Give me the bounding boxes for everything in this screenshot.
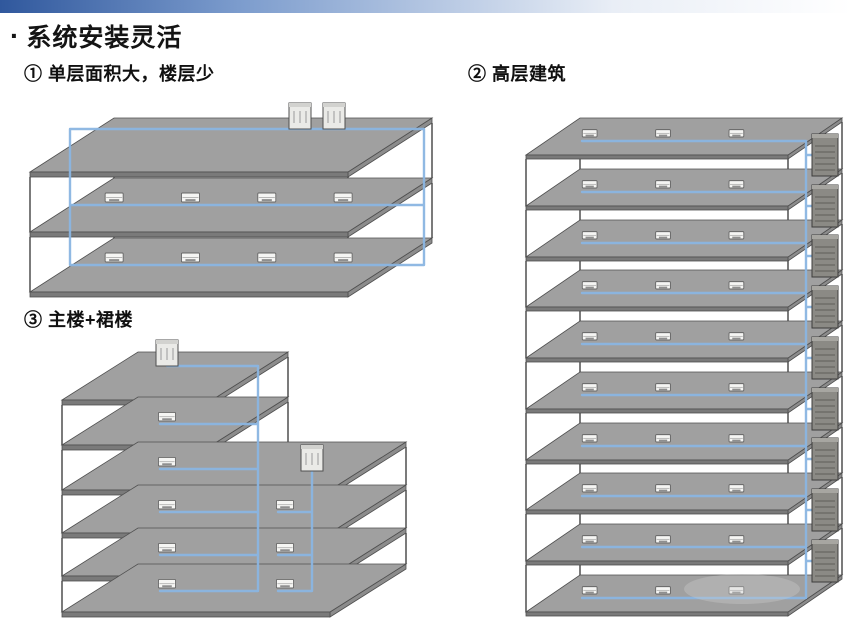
section-label-3: ③ 主楼+裙楼 [24, 310, 134, 330]
outdoor-unit [811, 488, 839, 532]
building-1-low-rise [28, 102, 434, 298]
title-bullet: · [10, 19, 21, 51]
outdoor-unit [811, 336, 839, 380]
watermark [684, 574, 800, 604]
building-3-tower-podium [60, 339, 408, 618]
building-2-high-rise [524, 117, 844, 617]
refrigerant-pipe [158, 364, 260, 593]
outdoor-unit [811, 387, 839, 431]
section-label-2: ② 高层建筑 [468, 64, 567, 84]
page-title: · 系统安装灵活 [10, 18, 182, 54]
page-title-text: 系统安装灵活 [26, 24, 183, 52]
outdoor-unit [811, 184, 839, 228]
title-accent-bar [0, 0, 852, 13]
refrigerant-pipe [580, 139, 815, 600]
section-label-1: ① 单层面积大，楼层少 [24, 64, 215, 84]
refrigerant-pipe [276, 469, 314, 593]
refrigerant-pipe [68, 127, 426, 267]
outdoor-unit [811, 133, 839, 177]
outdoor-unit [811, 437, 839, 481]
outdoor-unit [811, 234, 839, 278]
